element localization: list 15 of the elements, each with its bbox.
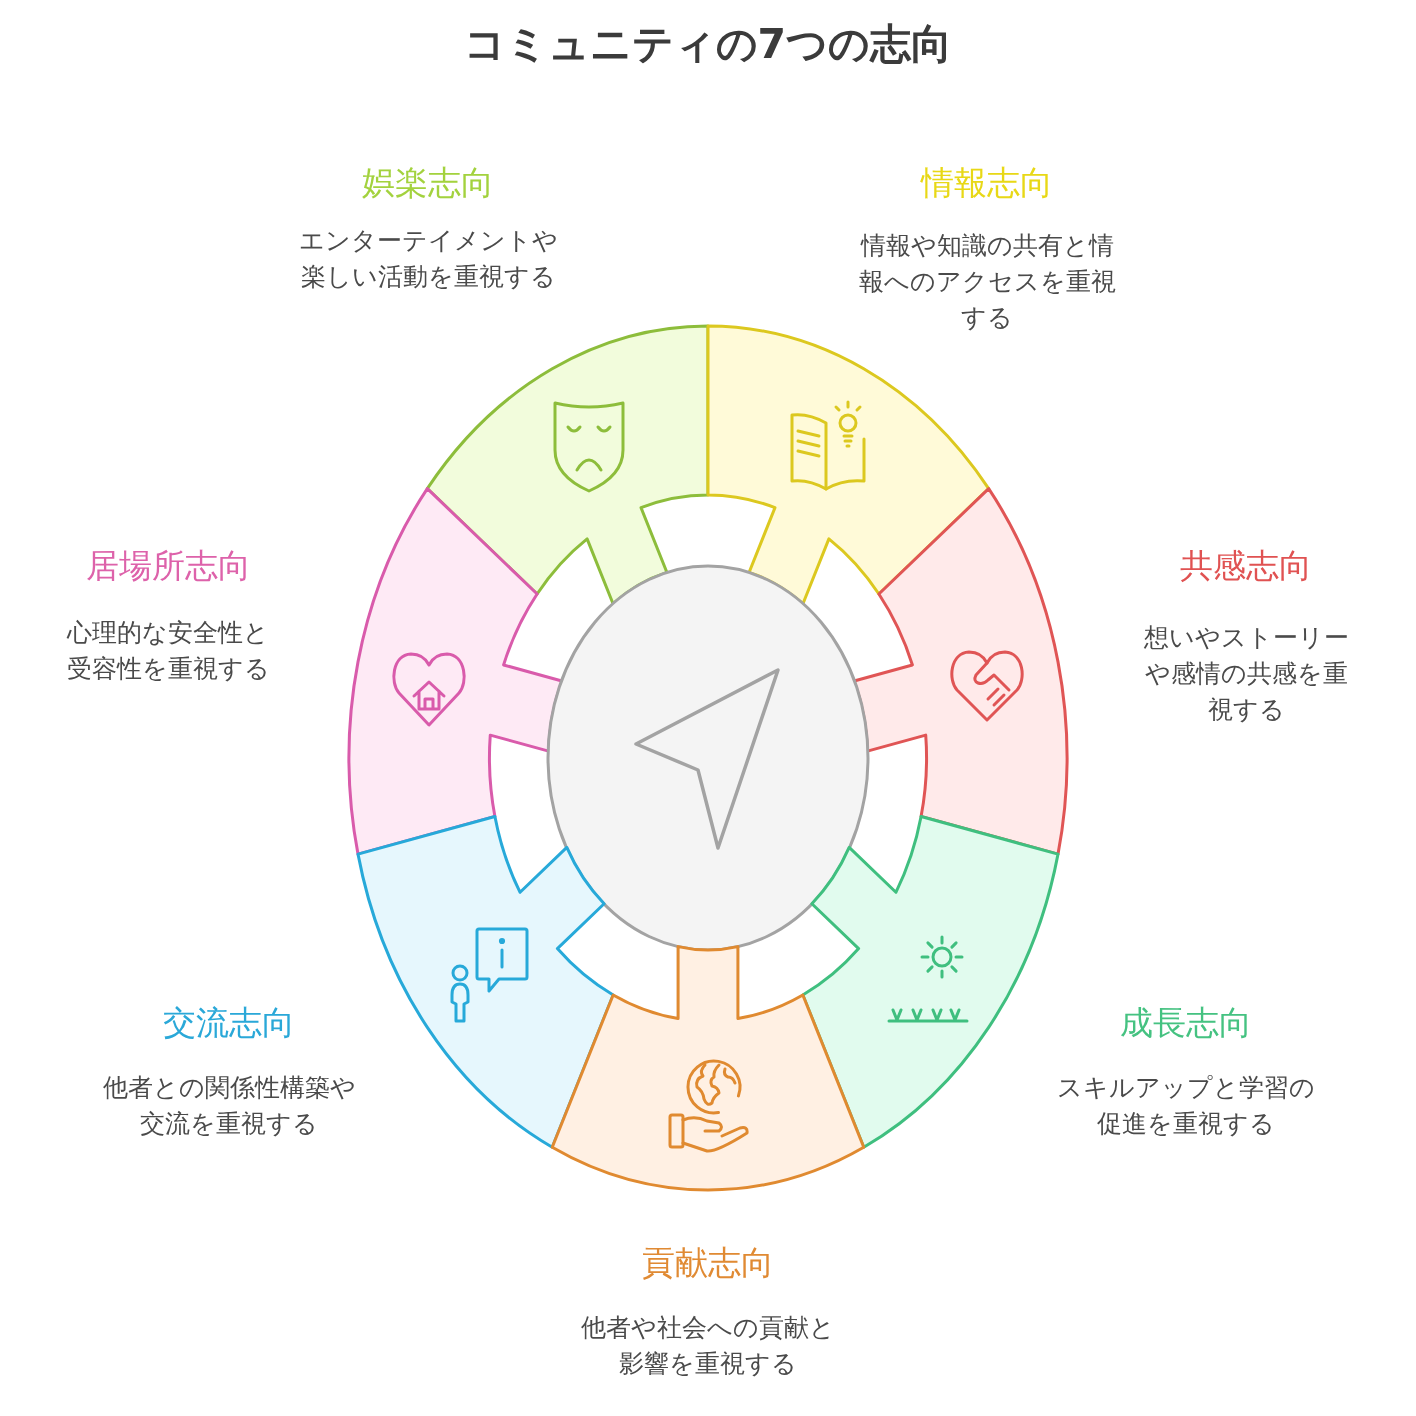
heading: 居場所志向 bbox=[85, 546, 251, 586]
description: スキルアップと学習の促進を重視する bbox=[1056, 1072, 1316, 1140]
description: 情報や知識の共有と情報へのアクセスを重視する bbox=[857, 230, 1117, 334]
heading: 娯楽志向 bbox=[362, 163, 494, 203]
description: 心理的な安全性と受容性を重視する bbox=[65, 617, 271, 685]
description: 他者や社会への貢献と影響を重視する bbox=[580, 1312, 836, 1380]
heading: 情報志向 bbox=[921, 163, 1053, 203]
description: 想いやストーリーや感情の共感を重視する bbox=[1142, 622, 1350, 726]
description: 他者との関係性構築や交流を重視する bbox=[101, 1072, 357, 1140]
heading: 共感志向 bbox=[1180, 546, 1312, 586]
heading: 交流志向 bbox=[163, 1003, 295, 1043]
heading: 貢献志向 bbox=[642, 1243, 774, 1283]
description: エンターテイメントや楽しい活動を重視する bbox=[297, 225, 559, 293]
title: コミュニティの7つの志向 bbox=[463, 20, 953, 69]
heading: 成長志向 bbox=[1120, 1003, 1252, 1043]
